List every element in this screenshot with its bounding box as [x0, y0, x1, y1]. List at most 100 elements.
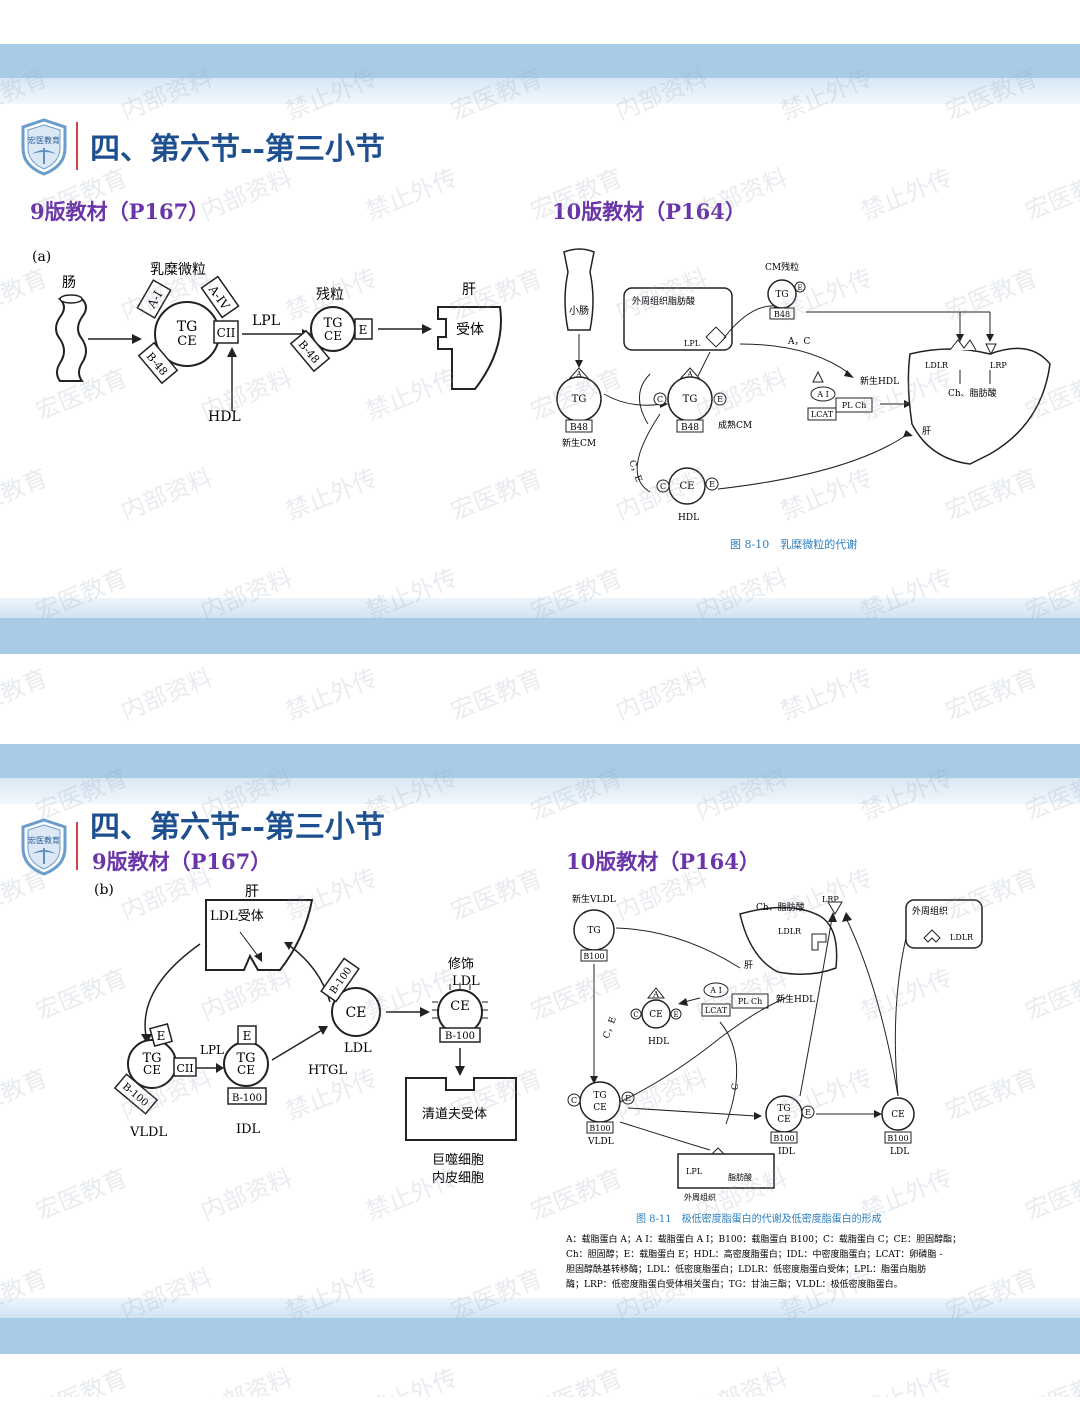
shield-logo-icon: 宏医教育: [21, 118, 67, 176]
figure-chylomicron-9th: (a) 肠 乳糜微粒 TG CE A-I A-IV CII B-48 LPL H…: [32, 249, 502, 425]
svg-text:HDL: HDL: [208, 409, 241, 425]
top-band-fade: [0, 78, 1080, 104]
svg-text:A，C: A，C: [787, 337, 810, 347]
figure-vldl-10th: 新生VLDL TG B100 C，E TG CE C E B100 VLDL A…: [565, 893, 983, 1290]
svg-text:A I: A I: [709, 986, 721, 995]
svg-text:CE: CE: [143, 1063, 161, 1077]
svg-text:C: C: [633, 1011, 638, 1019]
svg-text:IDL: IDL: [236, 1122, 261, 1137]
svg-text:PL Ch: PL Ch: [842, 401, 867, 410]
svg-text:脂肪酸: 脂肪酸: [668, 295, 695, 307]
left-heading: 9版教材（P167）: [30, 199, 210, 224]
svg-text:HDL: HDL: [678, 513, 699, 523]
svg-text:LRP: LRP: [822, 895, 839, 904]
svg-text:LPL: LPL: [252, 313, 280, 329]
svg-text:E: E: [709, 480, 715, 489]
watermark-text: 宏医教育: [0, 664, 51, 726]
svg-text:肝: 肝: [744, 960, 753, 971]
right-heading: 10版教材（P164）: [566, 849, 760, 874]
svg-text:新生CM: 新生CM: [562, 437, 596, 449]
svg-text:TG: TG: [323, 316, 342, 331]
svg-text:图 8-10 乳糜微粒的代谢: 图 8-10 乳糜微粒的代谢: [730, 537, 857, 551]
svg-text:CII: CII: [176, 1062, 193, 1075]
svg-text:LCAT: LCAT: [705, 1006, 728, 1015]
svg-text:TG: TG: [236, 1051, 255, 1066]
svg-text:LDL: LDL: [344, 1041, 372, 1056]
svg-text:HTGL: HTGL: [308, 1063, 347, 1078]
svg-text:LRP: LRP: [990, 361, 1007, 370]
watermark-text: 宏医教育: [527, 1364, 626, 1397]
svg-text:宏医教育: 宏医教育: [28, 135, 60, 145]
svg-text:B-100: B-100: [232, 1093, 262, 1104]
svg-text:Ch、脂肪酸: Ch、脂肪酸: [756, 901, 805, 913]
watermark-text: 禁止外传: [282, 664, 381, 726]
svg-text:CE: CE: [777, 1115, 790, 1125]
svg-text:TG: TG: [775, 290, 788, 300]
svg-text:肝: 肝: [462, 282, 476, 298]
svg-text:TG: TG: [593, 1091, 606, 1101]
svg-text:A: A: [575, 370, 582, 379]
svg-text:E: E: [673, 1011, 678, 1019]
svg-text:LPL: LPL: [200, 1043, 224, 1057]
svg-text:脂肪酸: 脂肪酸: [728, 1172, 752, 1182]
svg-text:CE: CE: [346, 1005, 367, 1021]
shield-logo-icon: 宏医教育: [21, 818, 67, 876]
svg-text:TG: TG: [142, 1051, 161, 1066]
top-band: [0, 44, 1080, 78]
title-divider: [76, 822, 78, 870]
bottom-band-fade: [0, 1298, 1080, 1318]
top-band-fade: [0, 778, 1080, 804]
watermark-text: 禁止外传: [777, 664, 876, 726]
svg-text:外周组织: 外周组织: [632, 295, 668, 307]
slide-1: 宏医教育 四、第六节--第三小节 9版教材（P167） 10版教材（P164） …: [0, 44, 1080, 654]
svg-text:E: E: [157, 1029, 166, 1043]
svg-text:Ch：胆固醇；E：载脂蛋白 E；HDL：高密度脂蛋白；IDL: Ch：胆固醇；E：载脂蛋白 E；HDL：高密度脂蛋白；IDL：中密度脂蛋白；LC…: [566, 1248, 942, 1260]
svg-text:LDLR: LDLR: [925, 361, 949, 370]
svg-text:LCAT: LCAT: [811, 410, 834, 419]
watermark-text: 宏医教育: [1022, 1364, 1080, 1397]
svg-text:B100: B100: [589, 1124, 610, 1133]
svg-text:CE: CE: [177, 334, 196, 349]
svg-text:E: E: [359, 323, 368, 337]
svg-text:C，E: C，E: [626, 459, 643, 484]
svg-text:CE: CE: [324, 329, 342, 343]
watermark-text: 禁止外传: [362, 1364, 461, 1397]
svg-text:TG: TG: [572, 394, 587, 405]
svg-text:巨噬细胞: 巨噬细胞: [432, 1153, 484, 1168]
slide-2: 宏医教育 四、第六节--第三小节 9版教材（P167） 10版教材（P164） …: [0, 744, 1080, 1354]
svg-text:(a): (a): [32, 249, 51, 265]
svg-text:LPL: LPL: [686, 1167, 703, 1176]
figure-chylomicron-10th: 小肠 A TG B48 新生CM A TG C E B48 成熟CM 外周组织 …: [556, 248, 1051, 551]
watermark-text: 内部资料: [612, 664, 711, 726]
svg-text:B-100: B-100: [445, 1031, 475, 1042]
svg-text:受体: 受体: [456, 322, 484, 338]
svg-text:A: A: [686, 370, 693, 379]
svg-text:A：载脂蛋白 A；A I：载脂蛋白 A I；B100：载脂蛋: A：载脂蛋白 A；A I：载脂蛋白 A I；B100：载脂蛋白 B100；C：载…: [565, 1233, 961, 1245]
svg-text:肝: 肝: [245, 884, 259, 900]
svg-text:CE: CE: [593, 1103, 606, 1113]
svg-text:IDL: IDL: [778, 1147, 795, 1157]
svg-text:CE: CE: [237, 1063, 255, 1077]
svg-text:B100: B100: [887, 1134, 908, 1143]
svg-text:B48: B48: [570, 423, 588, 433]
svg-text:C: C: [657, 395, 663, 404]
watermark-text: 内部资料: [692, 1364, 791, 1397]
watermark-text: 内部资料: [197, 1364, 296, 1397]
svg-text:CE: CE: [649, 1010, 662, 1020]
watermark-text: 宏医教育: [447, 664, 546, 726]
svg-text:胆固醇酰基转移酶；LDL：低密度脂蛋白；LDLR：低密度脂蛋: 胆固醇酰基转移酶；LDL：低密度脂蛋白；LDLR：低密度脂蛋白受体；LPL：脂蛋…: [566, 1263, 926, 1275]
watermark-text: 内部资料: [117, 664, 216, 726]
left-heading: 9版教材（P167）: [92, 849, 272, 874]
bottom-band: [0, 1318, 1080, 1354]
svg-text:酶；LRP：低密度脂蛋白受体相关蛋白；TG：甘油三酯；VLD: 酶；LRP：低密度脂蛋白受体相关蛋白；TG：甘油三酯；VLDL：极低密度脂蛋白。: [566, 1278, 903, 1290]
svg-text:C，E: C，E: [602, 1016, 619, 1041]
svg-text:修饰: 修饰: [448, 957, 474, 972]
bottom-band: [0, 618, 1080, 654]
svg-text:B48: B48: [681, 423, 699, 433]
watermark-text: 宏医教育: [32, 1364, 131, 1397]
svg-text:E: E: [797, 284, 802, 292]
svg-text:LDLR: LDLR: [950, 933, 974, 942]
svg-text:图 8-11 极低密度脂蛋白的代谢及低密度脂蛋白的形成: 图 8-11 极低密度脂蛋白的代谢及低密度脂蛋白的形成: [636, 1212, 882, 1225]
svg-text:CE: CE: [450, 999, 469, 1014]
svg-text:E: E: [243, 1029, 252, 1043]
